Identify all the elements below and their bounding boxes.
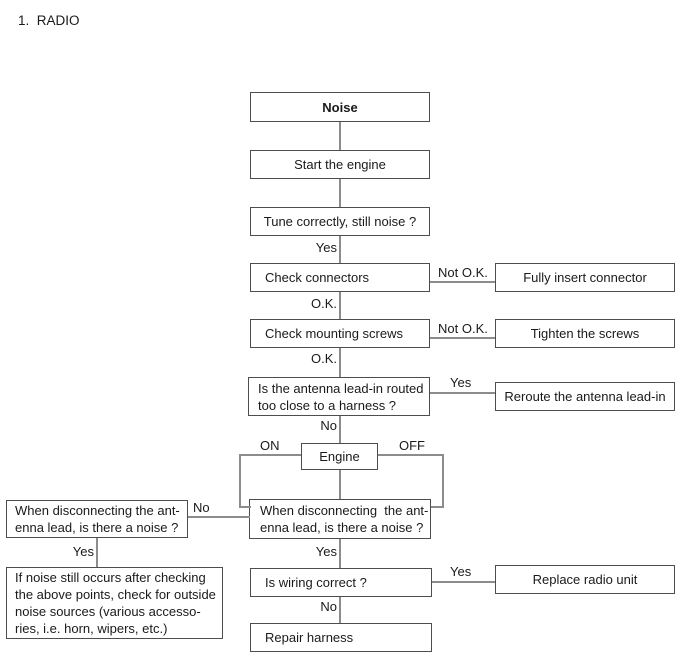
section-title: 1. RADIO [18,13,80,28]
label-ok-after-connectors: O.K. [310,296,337,311]
connector-engine-on-vertical [239,454,241,508]
node-start-engine-label: Start the engine [294,157,386,172]
connector-wiring-to-repair [339,597,341,623]
label-no-after-wiring: No [320,599,337,614]
node-replace-radio-unit: Replace radio unit [495,565,675,594]
node-engine: Engine [301,443,378,470]
connector-antenna-to-engine [339,416,341,443]
node-antenna-leadin-line1: Is the antenna lead-in routed [258,380,424,396]
node-tighten-screws-label: Tighten the screws [530,326,640,341]
connector-screws-to-tighten [430,337,495,339]
connector-engine-to-disconnect [339,470,341,499]
node-reroute-antenna: Reroute the antenna lead-in [495,382,675,411]
node-start-engine: Start the engine [250,150,430,179]
node-reroute-antenna-label: Reroute the antenna lead-in [504,389,666,404]
node-outside-noise-line3: noise sources (various accesso- [15,604,201,619]
connector-screws-to-antenna [339,348,341,377]
label-no-disconnect-left: No [193,500,210,515]
node-antenna-leadin-line2: too close to a harness ? [258,397,397,413]
label-engine-on: ON [260,438,280,453]
label-yes-antenna: Yes [450,375,472,390]
node-check-mounting-screws: Check mounting screws [250,319,430,348]
connector-antenna-to-reroute [430,392,495,394]
node-tighten-screws: Tighten the screws [495,319,675,348]
node-disconnect-antenna-left-line2: enna lead, is there a noise ? [15,520,179,535]
node-disconnect-antenna-center-line1: When disconnecting the ant- [260,503,429,518]
node-fully-insert-connector-label: Fully insert connector [523,270,647,285]
connector-connectors-to-screws [339,292,341,319]
connector-engine-on-stub [239,506,251,508]
node-disconnect-antenna-left-line1: When disconnecting the ant- [15,503,180,518]
label-yes-disconnect-left: Yes [72,544,94,559]
node-repair-harness-label: Repair harness [265,630,354,645]
label-yes-wiring: Yes [450,564,472,579]
connector-tune-to-connectors [339,236,341,263]
node-wiring-correct: Is wiring correct ? [250,568,432,597]
connector-disconnect-to-wiring [339,539,341,568]
label-no-after-antenna: No [320,418,337,433]
node-wiring-correct-label: Is wiring correct ? [265,575,367,590]
node-antenna-leadin-question: Is the antenna lead-in routed too close … [248,377,430,416]
label-not-ok-screws: Not O.K. [438,321,488,336]
connector-engine-on-horizontal [239,454,301,456]
node-tune-correctly: Tune correctly, still noise ? [250,207,430,236]
node-disconnect-antenna-center-line2: enna lead, is there a noise ? [260,520,424,535]
connector-disconnect-no-left [188,516,250,518]
label-not-ok-connectors: Not O.K. [438,265,488,280]
node-outside-noise-sources: If noise still occurs after checking the… [6,567,223,639]
node-check-connectors-label: Check connectors [265,270,370,285]
label-yes-after-tune: Yes [315,240,337,255]
node-noise-label: Noise [322,99,358,115]
node-check-connectors: Check connectors [250,263,430,292]
node-outside-noise-line2: the above points, check for outside [15,587,216,602]
label-engine-off: OFF [399,438,425,453]
connector-start-to-tune [339,179,341,207]
connector-left-yes-down [96,538,98,567]
node-disconnect-antenna-left: When disconnecting the ant- enna lead, i… [6,500,188,538]
node-tune-correctly-label: Tune correctly, still noise ? [263,214,417,229]
connector-engine-off-vertical [442,454,444,508]
node-replace-radio-unit-label: Replace radio unit [532,572,638,587]
node-outside-noise-line1: If noise still occurs after checking [15,570,206,585]
connector-wiring-to-replace [432,581,495,583]
node-check-mounting-screws-label: Check mounting screws [265,326,403,341]
connector-engine-off-horizontal [378,454,444,456]
node-disconnect-antenna-center: When disconnecting the ant- enna lead, i… [249,499,431,539]
node-repair-harness: Repair harness [250,623,432,652]
label-ok-after-screws: O.K. [310,351,337,366]
node-fully-insert-connector: Fully insert connector [495,263,675,292]
node-engine-label: Engine [319,449,360,464]
node-noise: Noise [250,92,430,122]
connector-connectors-to-fully-insert [430,281,495,283]
node-outside-noise-line4: ries, i.e. horn, wipers, etc.) [15,621,168,636]
connector-noise-to-start [339,122,341,150]
label-yes-after-disconnect-center: Yes [315,544,337,559]
connector-engine-off-stub [431,506,444,508]
